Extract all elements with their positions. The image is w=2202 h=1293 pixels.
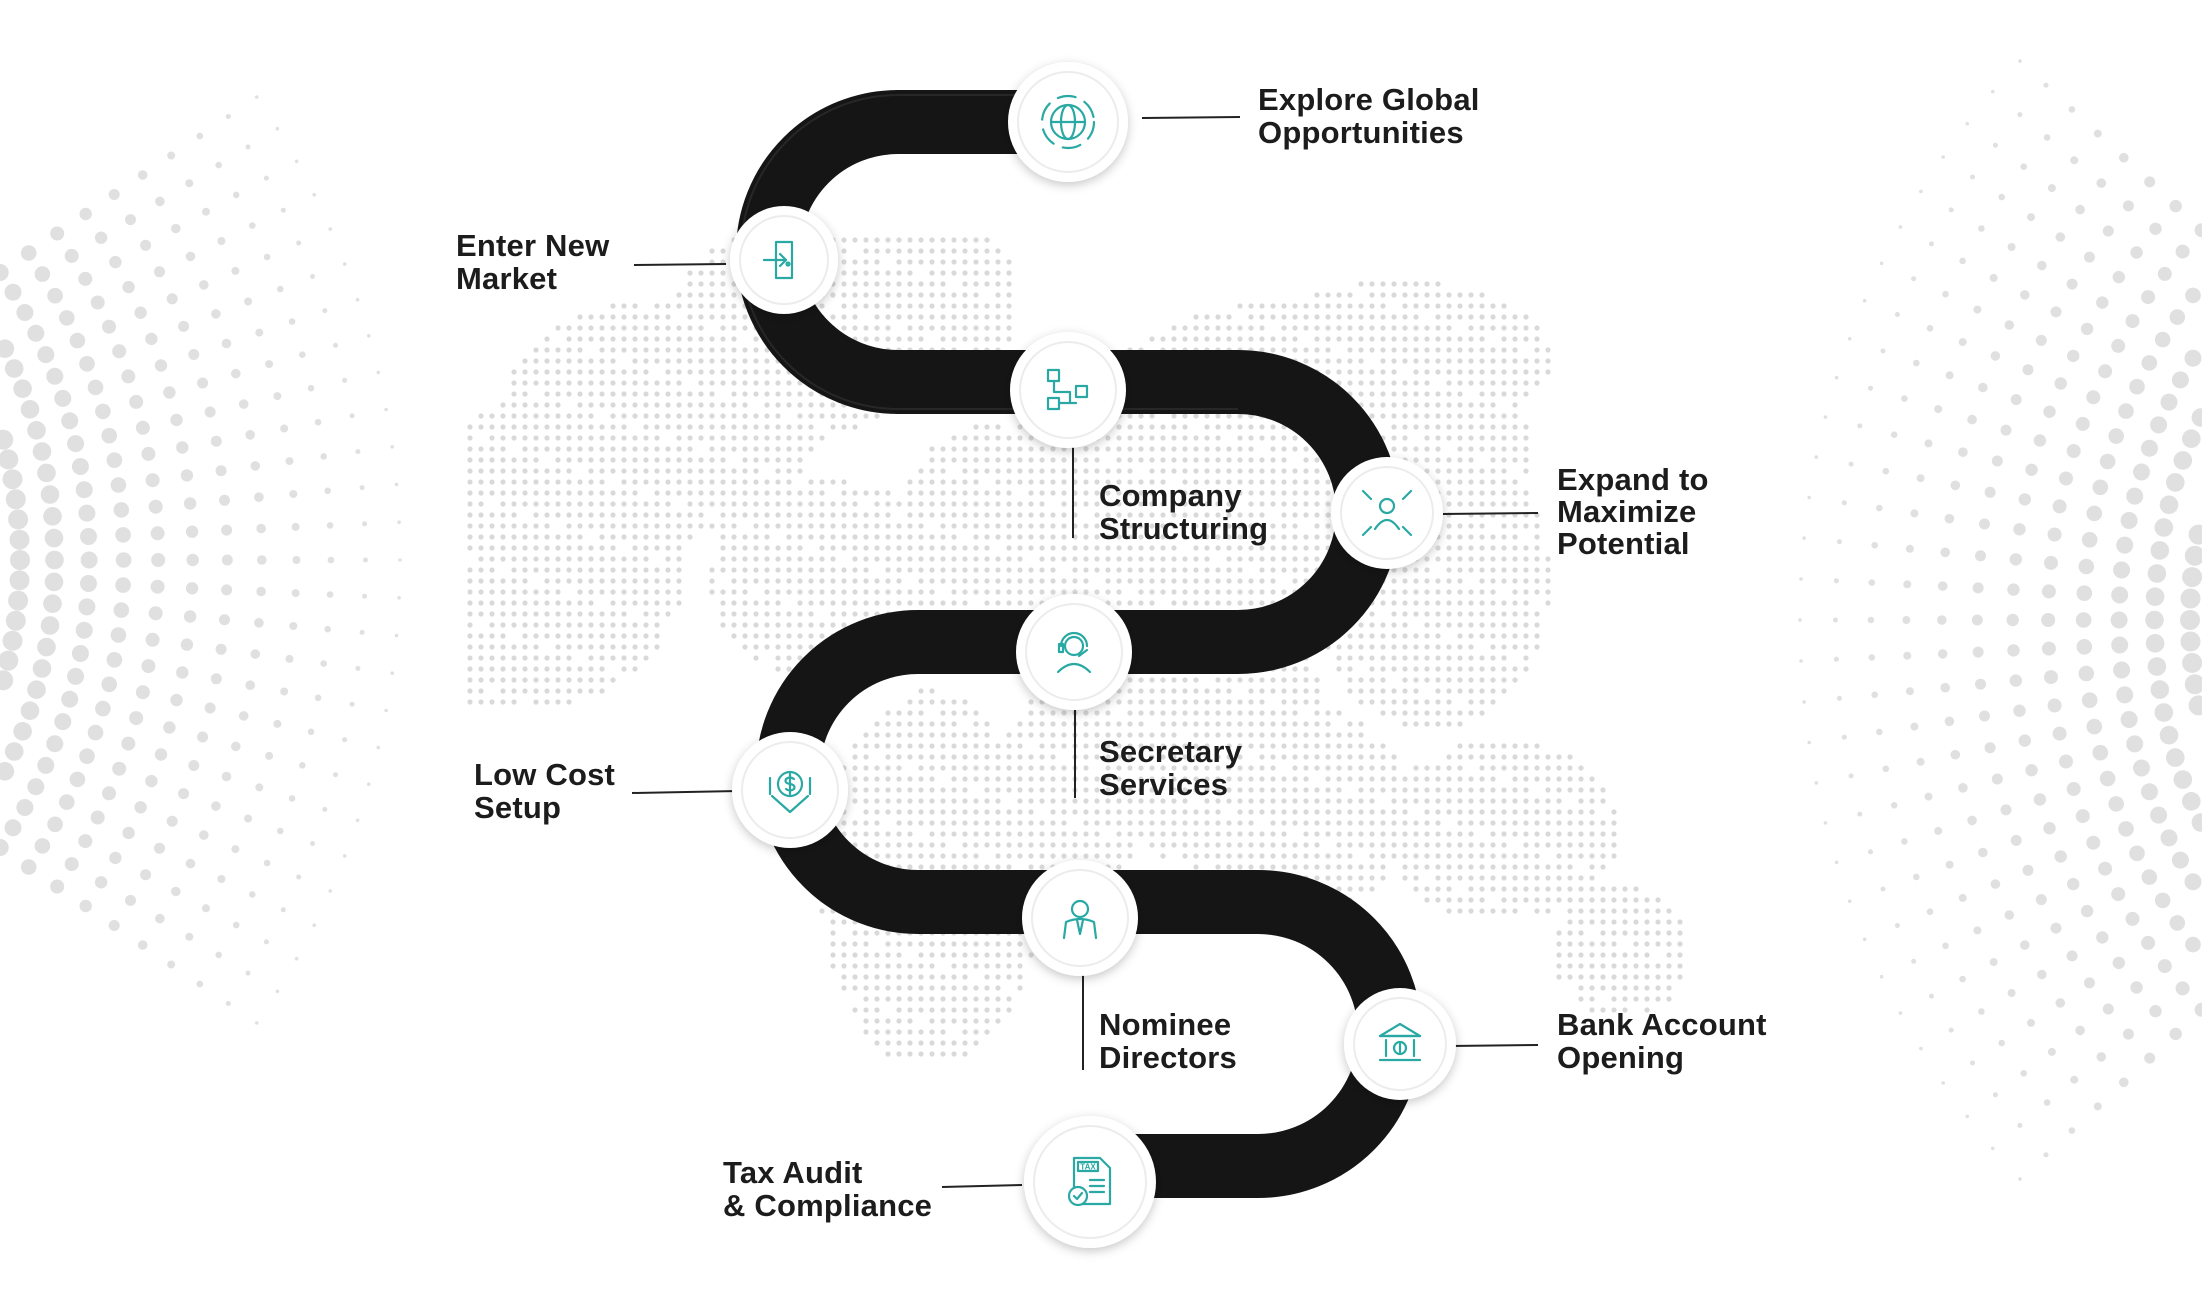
businessman-icon	[1062, 899, 1098, 940]
step-label-8: Bank Account Opening	[1557, 1007, 1776, 1075]
step-label-3: Company Structuring	[1099, 478, 1268, 546]
background-dot-pattern	[0, 59, 2202, 1181]
step-node-1	[1008, 62, 1128, 182]
step-node-5	[1016, 594, 1132, 710]
connector-line	[1449, 1044, 1539, 1047]
step-label-2: Enter New Market	[456, 228, 618, 296]
connector-line	[633, 263, 727, 266]
headset-agent-icon	[1056, 631, 1092, 674]
connector-line	[631, 790, 739, 794]
globe-icon	[1040, 94, 1096, 150]
connector-lines	[631, 116, 1539, 1188]
connector-line	[1441, 512, 1539, 515]
door-enter-icon	[762, 240, 794, 280]
step-labels: Explore Global Opportunities Enter New M…	[456, 82, 1776, 1223]
step-node-2	[730, 206, 838, 314]
node-inner-circle	[1019, 341, 1117, 439]
step-label-5: Secretary Services	[1099, 734, 1251, 802]
step-node-6	[732, 732, 848, 848]
bank-icon	[1378, 1022, 1422, 1062]
connector-line	[1141, 116, 1241, 119]
step-node-7	[1022, 860, 1138, 976]
step-node-4	[1331, 457, 1443, 569]
node-inner-circle	[1025, 603, 1123, 701]
roadmap-path	[736, 90, 1422, 1198]
step-node-8	[1344, 988, 1456, 1100]
step-node-9: TAX	[1024, 1116, 1156, 1248]
step-label-4: Expand to Maximize Potential	[1557, 462, 1717, 561]
dollar-down-icon	[768, 770, 812, 814]
step-label-9: Tax Audit & Compliance	[723, 1155, 932, 1223]
step-node-3	[1010, 332, 1126, 448]
step-label-7: Nominee Directors	[1099, 1007, 1240, 1075]
org-chart-icon	[1046, 368, 1089, 411]
step-label-1: Explore Global Opportunities	[1258, 82, 1488, 150]
tax-document-icon: TAX	[1067, 1156, 1112, 1207]
expand-person-icon	[1361, 489, 1413, 537]
step-label-6: Low Cost Setup	[474, 757, 624, 825]
connector-line	[941, 1184, 1023, 1188]
node-inner-circle	[1033, 1125, 1147, 1239]
